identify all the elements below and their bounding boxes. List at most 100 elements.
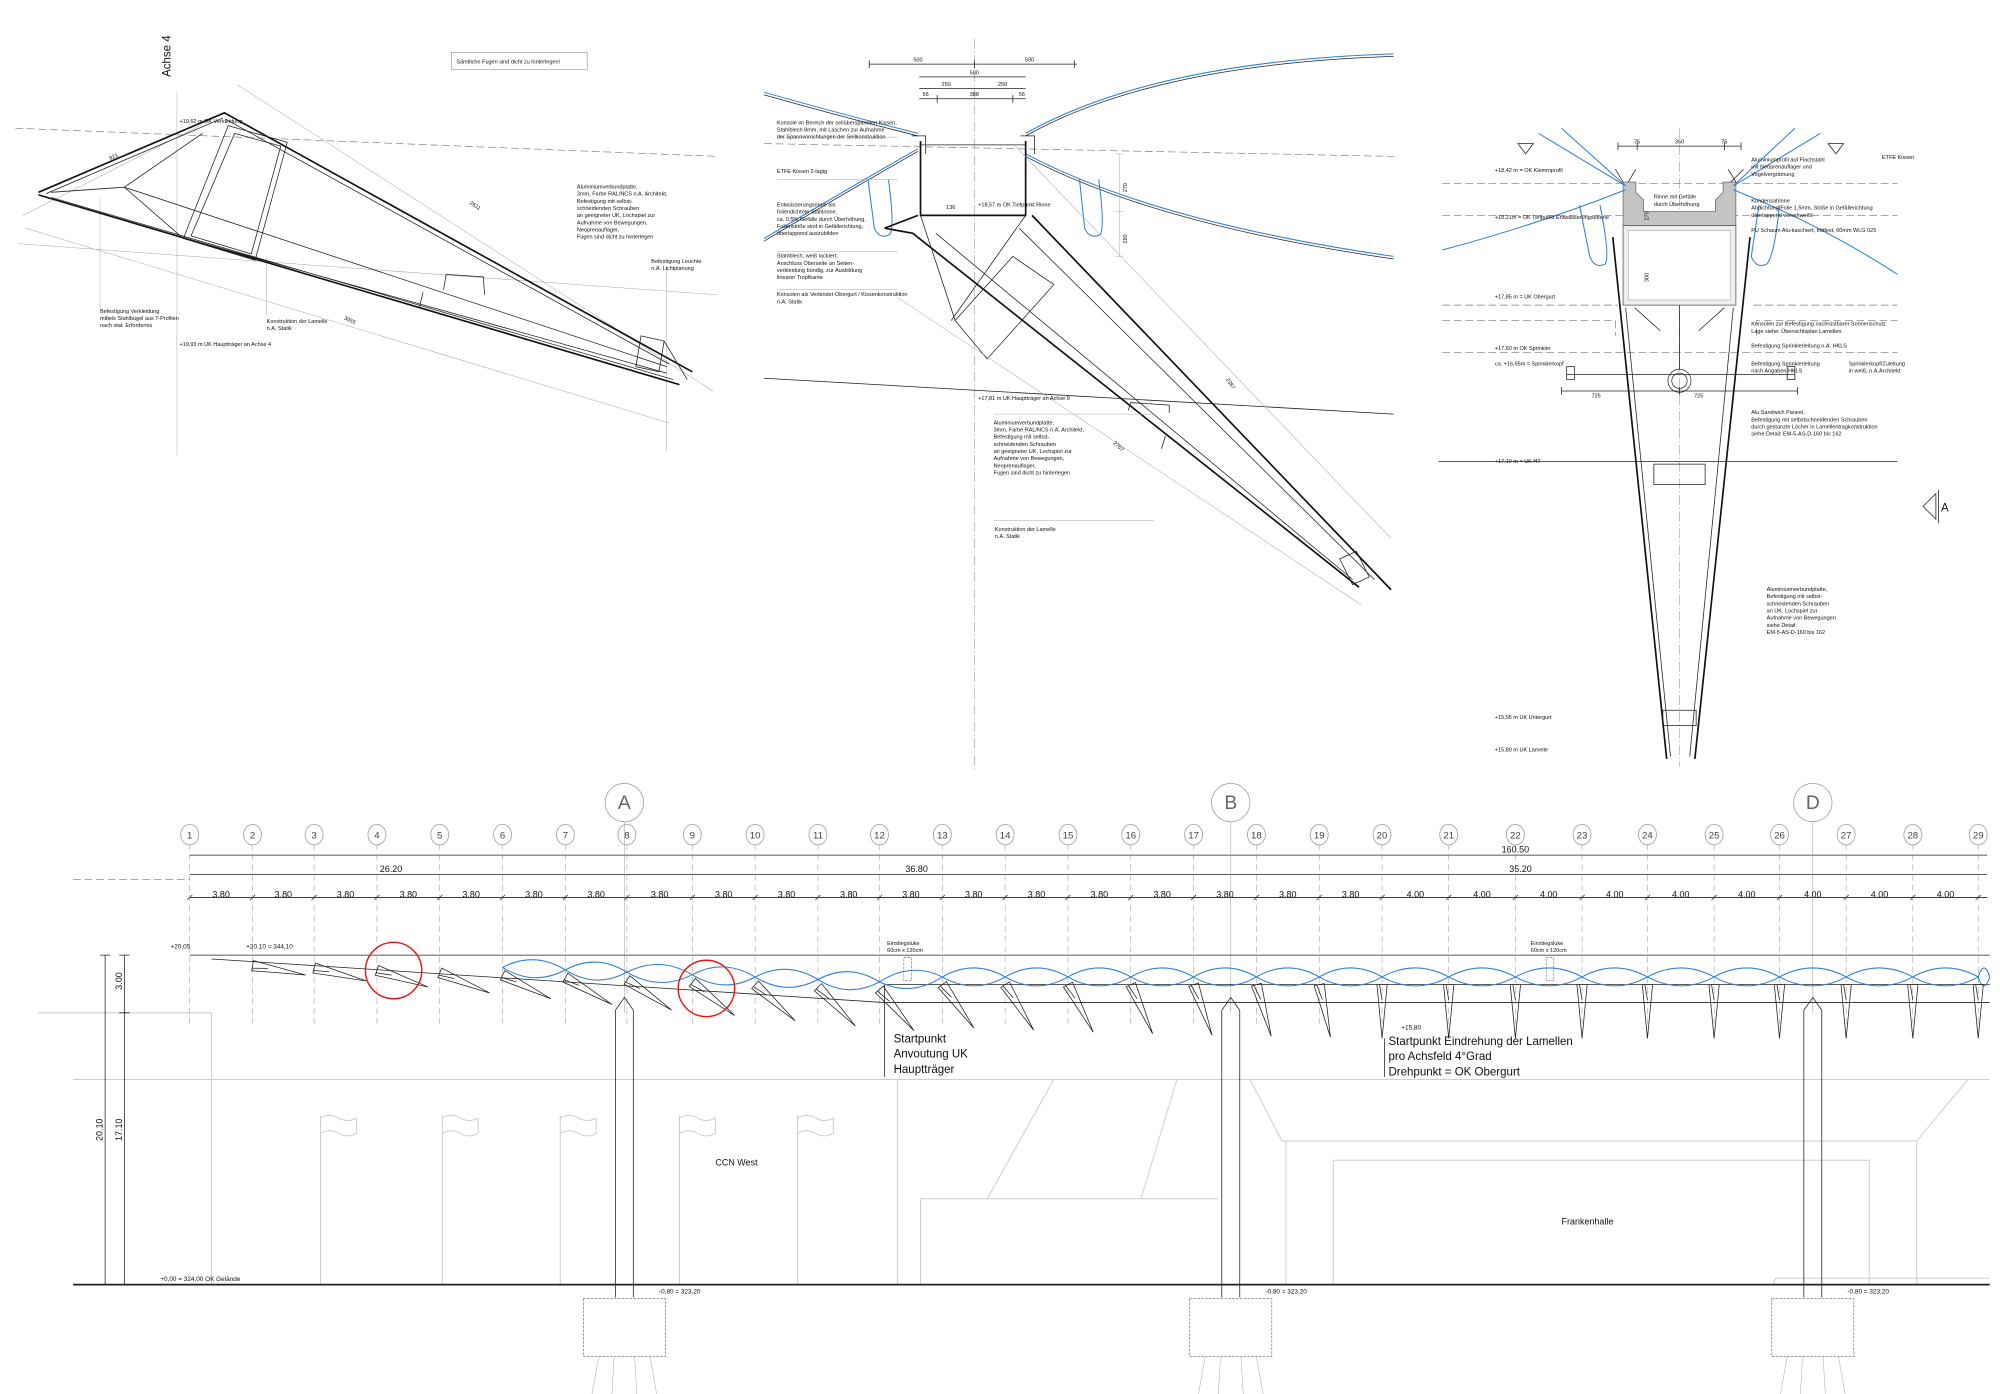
lamella-bottom-edge — [38, 194, 680, 386]
axis-bubble — [1372, 823, 1392, 846]
height-dimensions — [99, 954, 130, 1285]
text-line: schneidenden Schrauben — [994, 442, 1056, 448]
text-line: n.A. Statik — [995, 534, 1020, 540]
axis-bubble — [1770, 823, 1789, 846]
dim-56-right: 56 — [1019, 92, 1025, 98]
annotation-etfe: ETFE Kissen 2-lagig — [777, 169, 827, 175]
text-line: 60cm x 120cm — [887, 948, 923, 954]
etfe-cushion — [1381, 967, 1450, 987]
text-line: Aluminiumprofil auf Flachstahl — [1751, 158, 1824, 164]
text-line: Folienstöße sind in Gefällerichtung, — [777, 224, 864, 230]
etfe-cushion — [942, 967, 1007, 987]
axis-number: 27 — [1841, 830, 1852, 841]
segment-dimension: 26.20 — [380, 864, 402, 874]
dimension-tick — [1065, 894, 1071, 901]
height-dim-20-10: 20.10 — [95, 1119, 105, 1141]
level-top: +19,62 m OK Verkleidung — [179, 119, 242, 125]
axis-number: 10 — [750, 830, 761, 841]
dimension-tick — [186, 894, 193, 901]
dimension-tick — [939, 894, 946, 901]
flag-icon — [319, 1114, 357, 1285]
axis-number: 24 — [1642, 830, 1653, 841]
etfe-cushion — [1977, 967, 1991, 987]
bay-dimension: 4.00 — [1738, 889, 1755, 899]
axis-number: 4 — [374, 830, 380, 841]
text-line: Neoprenauflager, — [994, 463, 1037, 469]
text-line: n.A. Statik — [267, 326, 292, 332]
etfe-cushion-membrane — [763, 53, 1394, 257]
etfe-cushion — [565, 961, 628, 981]
axis-number: 26 — [1774, 830, 1785, 841]
dim-250-left: 250 — [942, 82, 951, 88]
text-line: Startpunkt — [894, 1033, 947, 1045]
bay-dimension: 3.80 — [651, 889, 668, 899]
level-foundation-a: -0,80 = 323,20 — [659, 1289, 701, 1296]
etfe-cushion — [1448, 967, 1517, 987]
bay-dimension: 3.80 — [902, 889, 919, 899]
axis-number: 6 — [500, 830, 505, 841]
section-marker-icon — [1922, 489, 1939, 524]
detail-section-a: 75 350 75 A 270 300 725 725 Rinne mit Ge… — [1438, 127, 1949, 767]
dimension-tick — [249, 894, 256, 901]
text-line: Befestigung mit selbstschneidenden Schra… — [1751, 417, 1867, 423]
lamella-inner-lines — [1625, 305, 1734, 757]
lamella — [1773, 984, 1786, 1039]
dimension-tick — [1644, 894, 1651, 901]
axis-number: 19 — [1314, 830, 1325, 841]
dim-75-right: 75 — [1721, 140, 1727, 146]
dimension-tick — [1776, 894, 1783, 901]
gutter-clamps — [911, 135, 1035, 154]
etfe-cushion — [817, 971, 881, 991]
etfe-cushion — [1647, 967, 1716, 987]
bay-dimension: 4.00 — [1540, 889, 1557, 899]
level-label: ca. +16,65m = Sprinklerkopf — [1495, 361, 1564, 367]
text-line: Konstruktion der Lamelle — [267, 319, 328, 325]
top-chord-inner — [1627, 230, 1732, 301]
dim-75-left: 75 — [1634, 140, 1640, 146]
dim-300: 300 — [1645, 273, 1651, 282]
section-marker-label: A — [1941, 503, 1949, 515]
lamella — [1443, 984, 1455, 1039]
dimension-tick — [1512, 894, 1519, 901]
axis-bubble — [1309, 823, 1329, 846]
lamella — [437, 967, 490, 994]
text-line: siehe Detail: — [1767, 623, 1798, 629]
text-line: verkleidung bündig, zur Ausbildung — [777, 268, 862, 274]
etfe-cushion — [1004, 967, 1069, 987]
lamella — [1313, 983, 1331, 1038]
text-line: Sprinklerkopf/Zuleitung — [1849, 361, 1905, 367]
text-line: Lage siehe: Übersichtsplan Lamellen — [1751, 328, 1841, 335]
dimension-chains — [189, 854, 1988, 898]
axis-bubble — [745, 823, 765, 846]
axis-bubble — [1704, 823, 1724, 846]
main-girder-line — [764, 377, 1394, 415]
level-label: +18,21m = OK Tiefpunkt Entwässerungseben… — [1495, 215, 1609, 221]
lamella — [937, 981, 975, 1029]
bay-dimension: 3.80 — [778, 889, 795, 899]
axis-bubble — [367, 823, 387, 846]
lamella — [251, 960, 306, 976]
bird-deterrent — [1615, 168, 1744, 183]
axis-bubble — [1506, 823, 1525, 846]
dimension-tick — [689, 894, 696, 901]
bay-dimension: 3.80 — [462, 889, 479, 899]
text-line: 60cm x 120cm — [1531, 948, 1567, 954]
level-label: +17,60 m OK Sprinkler — [1495, 346, 1551, 352]
axis-number: 8 — [624, 830, 629, 841]
axis-bubble — [1836, 823, 1856, 846]
annotation-sheet: Stahlblech, weiß lackiert,Anschluss Ober… — [777, 254, 862, 282]
text-line: schneidenden Schrauben — [577, 206, 639, 212]
text-line: Aufnahme von Bewegungen — [1767, 616, 1836, 622]
lamella — [1062, 981, 1094, 1033]
text-line: PU Schaum Alu-kaschiert, trittfest, 60mm… — [1751, 228, 1876, 234]
lamella — [813, 983, 856, 1027]
dimension-tick — [1843, 894, 1849, 901]
bottom-chord — [1662, 709, 1697, 727]
bay-dimension: 3.80 — [1216, 889, 1233, 899]
etfe-cushion — [1713, 967, 1781, 987]
lamella — [1000, 981, 1035, 1031]
